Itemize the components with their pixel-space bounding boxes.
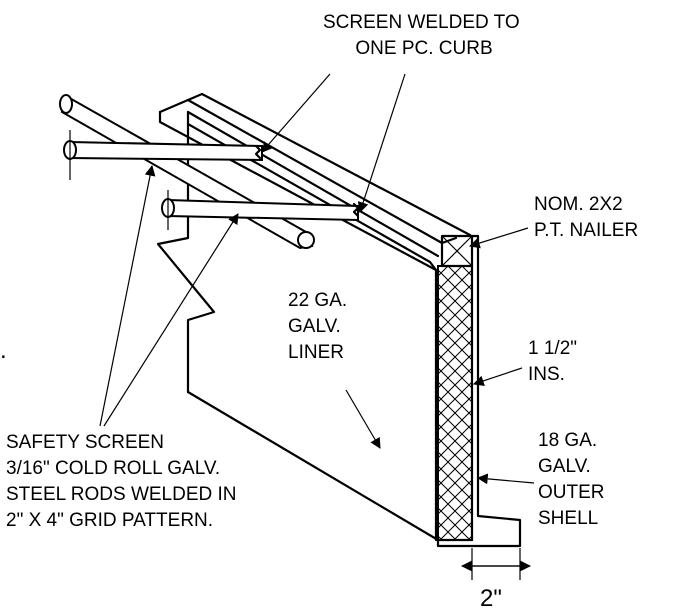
label-outer-shell: 18 GA. GALV. OUTER SHELL [538,430,610,529]
label-insulation: 1 1/2" INS. [528,338,582,385]
cut-mark: . [0,337,7,364]
nailer-block [440,234,474,268]
curb-liner-panel [156,92,472,542]
insulation-wall [436,234,522,548]
label-safety-screen: SAFETY SCREEN 3/16" COLD ROLL GALV. STEE… [6,432,242,531]
label-liner: 22 GA. GALV. LINER [288,290,352,363]
label-nailer: NOM. 2X2 P.T. NAILER [534,194,638,241]
dimension-2in [460,548,532,580]
label-dimension: 2" [480,585,502,612]
leader-lines [99,73,535,485]
safety-screen-rods [59,94,360,250]
label-screen-welded: SCREEN WELDED TO ONE PC. CURB [323,12,525,59]
